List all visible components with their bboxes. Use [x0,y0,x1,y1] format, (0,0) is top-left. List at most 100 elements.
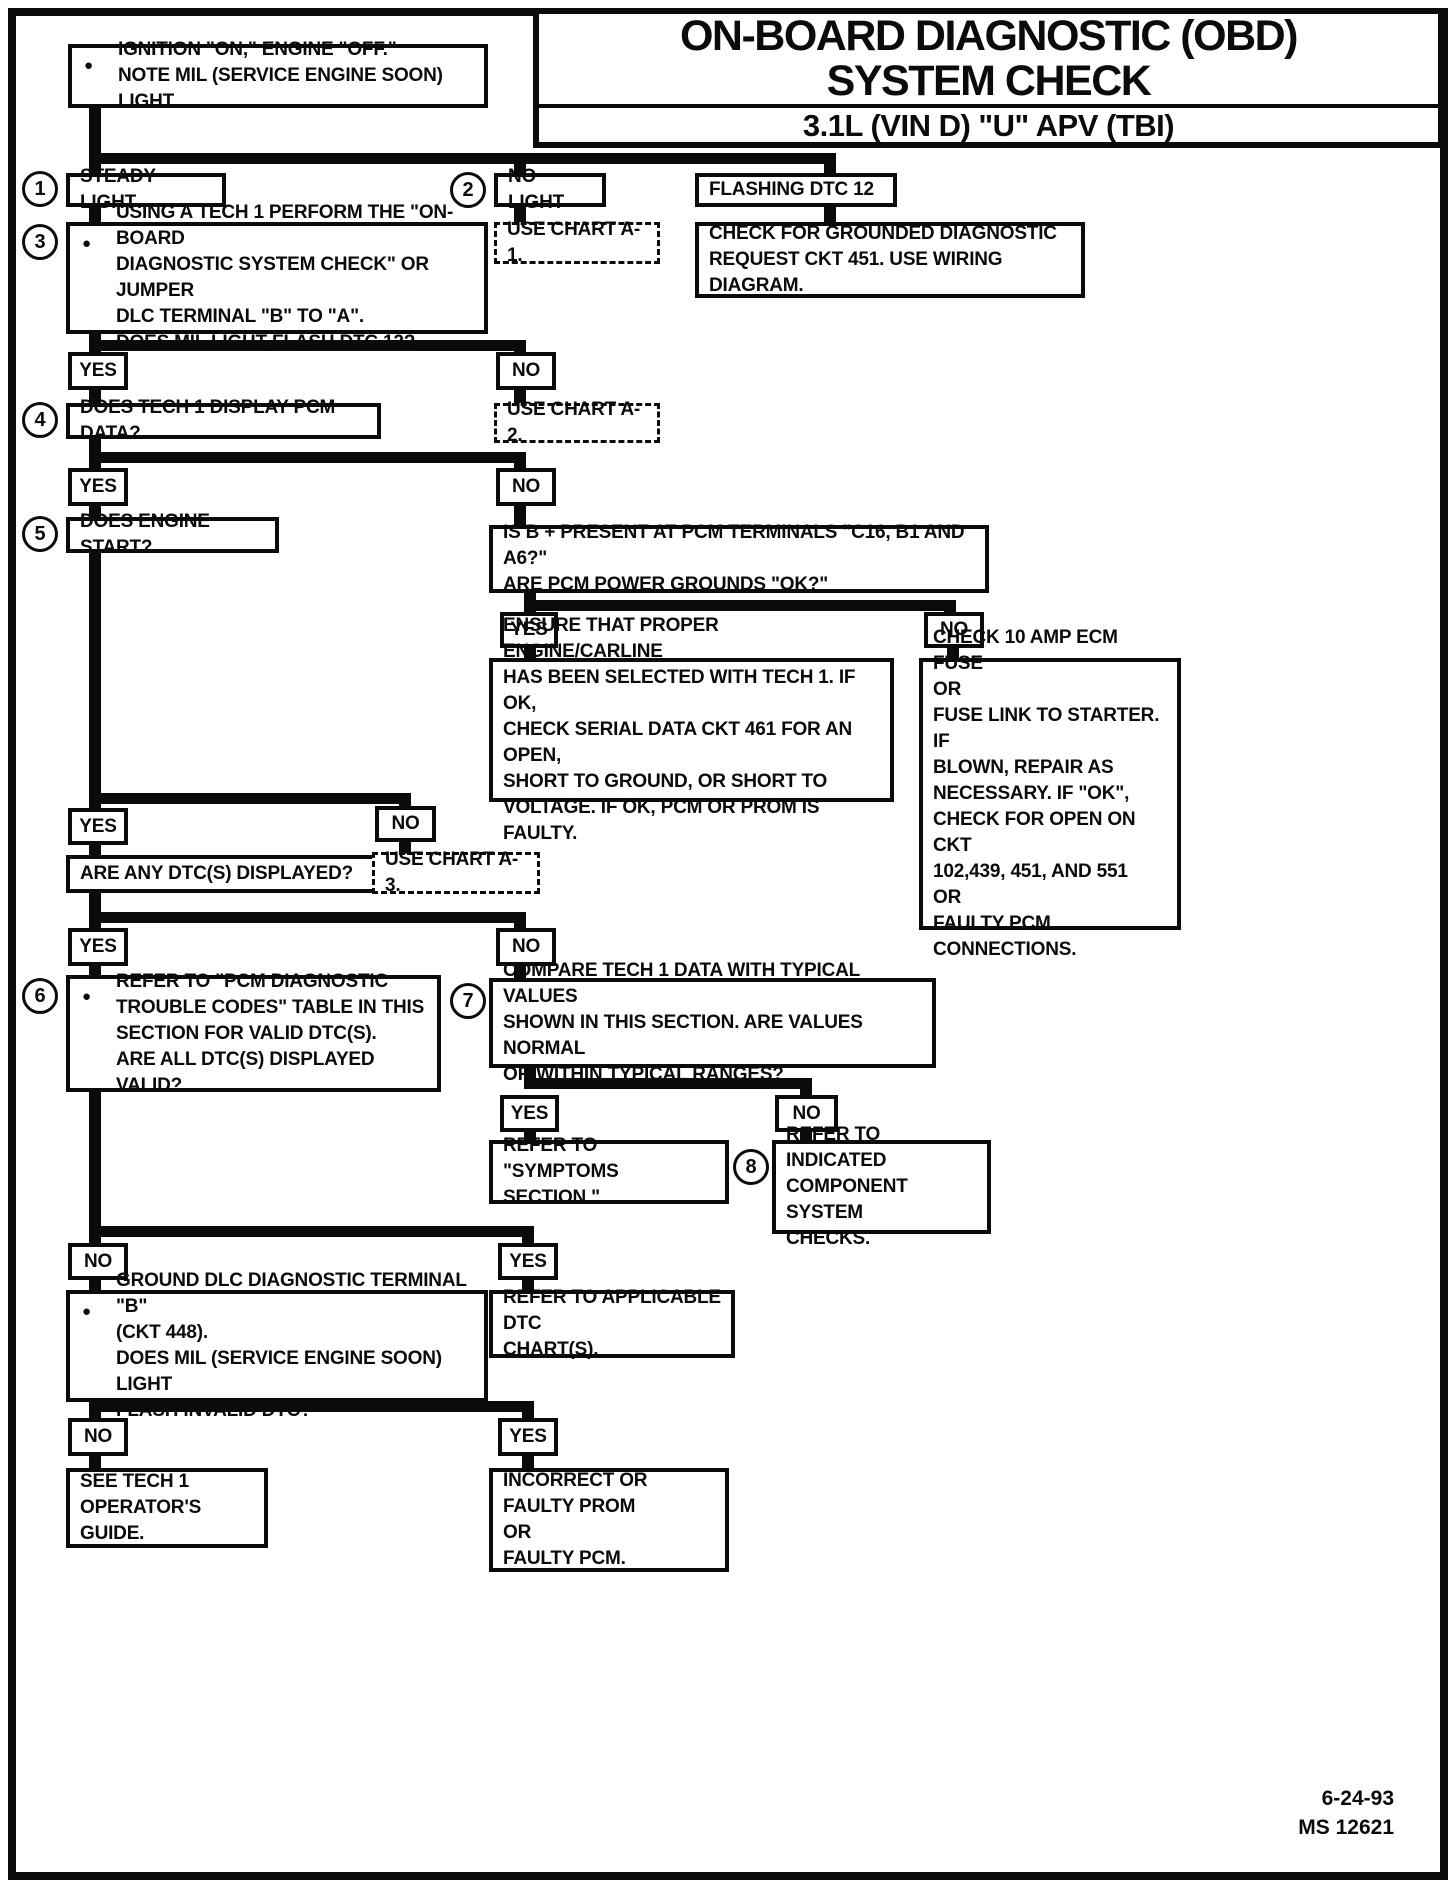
bullet-icon: ● [82,988,92,1005]
connector-line [522,1454,534,1470]
node-valid-dtc: ● REFER TO "PCM DIAGNOSTIC TROUBLE CODES… [66,971,441,1096]
no-tag-3: NO [924,612,984,648]
node-symptoms-section: REFER TO "SYMPTOMS SECTION." [489,1135,729,1208]
no-label: NO [939,619,969,640]
connector-line [399,793,411,808]
yes-label: YES [510,1102,549,1124]
step-circle-7: 7 [450,983,486,1019]
node-symptoms-section-text: REFER TO "SYMPTOMS SECTION." [503,1135,619,1208]
connector-line [89,452,526,463]
bullet-icon: ● [82,235,92,252]
node-ensure-engine-carline-text: ENSURE THAT PROPER ENGINE/CARLINE HAS BE… [503,615,856,844]
connector-line [947,646,959,660]
yes-label: YES [509,1250,547,1272]
no-label: NO [511,936,541,957]
connector-line [89,1454,101,1470]
step-circle-1: 1 [22,171,58,207]
node-engine-start: DOES ENGINE START? [66,511,279,558]
yes-label: YES [79,476,117,497]
connector-line [514,452,526,470]
no-tag-6: NO [775,1095,838,1132]
node-faulty-prom-text: INCORRECT OR FAULTY PROM OR FAULTY PCM. [503,1470,648,1569]
node-check-fuse: CHECK 10 AMP ECM FUSE OR FUSE LINK TO ST… [919,627,1181,960]
node-no-light: NO LIGHT [494,166,606,213]
yes-tag-8: YES [498,1418,558,1456]
title-sub: 3.1L (VIN D) "U" APV (TBI) [539,108,1438,144]
connector-line [524,1078,812,1089]
node-engine-start-text: DOES ENGINE START? [80,511,210,558]
node-ignition-text: IGNITION "ON," ENGINE "OFF." NOTE MIL (S… [118,39,443,112]
yes-tag-7: YES [498,1243,558,1280]
connector-line [89,504,101,519]
node-compare-tech1: COMPARE TECH 1 DATA WITH TYPICAL VALUES … [489,960,936,1085]
yes-tag-5: YES [68,928,128,966]
node-use-chart-a3: USE CHART A-3. [372,849,540,896]
node-ground-dlc-text: GROUND DLC DIAGNOSTIC TERMINAL "B" (CKT … [116,1270,467,1421]
yes-tag-6: YES [500,1095,559,1132]
node-faulty-prom: INCORRECT OR FAULTY PROM OR FAULTY PCM. [489,1468,729,1572]
connector-line [524,646,536,660]
node-flashing-dtc12: FLASHING DTC 12 [695,173,897,207]
step-circle-6: 6 [22,978,58,1014]
node-tech1-check: ● USING A TECH 1 PERFORM THE "ON-BOARD D… [66,202,488,353]
connector-line [800,1130,812,1142]
bullet-icon: ● [82,1303,92,1320]
connector-line [89,205,101,224]
no-label: NO [391,813,420,834]
no-label: NO [511,360,541,381]
connector-line [514,912,526,930]
connector-line [524,600,536,614]
yes-label: YES [509,1426,547,1447]
yes-tag-2: YES [68,468,128,506]
no-label: NO [83,1250,113,1272]
connector-line [514,205,526,224]
node-use-chart-a2: USE CHART A-2. [494,399,660,446]
connector-line [944,600,956,614]
no-tag-1: NO [496,352,556,390]
connector-line [824,153,836,175]
connector-line [89,551,101,810]
step-circle-5: 5 [22,516,58,552]
node-component-checks-text: REFER TO INDICATED COMPONENT SYSTEM CHEC… [786,1124,908,1249]
connector-line [800,1078,812,1097]
no-label: NO [511,476,541,497]
node-any-dtc-text: ARE ANY DTC(S) DISPLAYED? [80,863,353,884]
footer-date: 6-24-93 [1321,1787,1394,1810]
node-ground-dlc: ● GROUND DLC DIAGNOSTIC TERMINAL "B" (CK… [66,1270,488,1421]
node-use-chart-a1-text: USE CHART A-1. [507,219,641,266]
connector-line [514,153,526,175]
node-any-dtc: ARE ANY DTC(S) DISPLAYED? [66,855,391,893]
node-dtc-charts-text: REFER TO APPLICABLE DTC CHART(S). [503,1287,721,1360]
node-bplus-present-text: IS B + PRESENT AT PCM TERMINALS "C16, B1… [503,522,965,595]
footer-block: 6-24-93 MS 12621 [1298,1784,1394,1842]
page-subtitle: 3.1L (VIN D) "U" APV (TBI) [802,108,1175,143]
node-compare-tech1-text: COMPARE TECH 1 DATA WITH TYPICAL VALUES … [503,960,863,1085]
node-ensure-engine-carline: ENSURE THAT PROPER ENGINE/CARLINE HAS BE… [489,615,894,844]
connector-line [399,840,411,854]
connector-line [524,1130,536,1142]
no-tag-8: NO [68,1418,128,1456]
node-valid-dtc-text: REFER TO "PCM DIAGNOSTIC TROUBLE CODES" … [116,970,425,1096]
node-ignition: ● IGNITION "ON," ENGINE "OFF." NOTE MIL … [68,39,488,112]
node-component-checks: REFER TO INDICATED COMPONENT SYSTEM CHEC… [772,1124,991,1249]
footer-doc-number: MS 12621 [1298,1816,1394,1839]
step-circle-4: 4 [22,402,58,438]
connector-line [89,1401,534,1412]
yes-tag-1: YES [68,352,128,390]
no-tag-2: NO [496,468,556,506]
node-use-chart-a1: USE CHART A-1. [494,219,660,266]
connector-line [89,964,101,977]
node-tech1-guide: SEE TECH 1 OPERATOR'S GUIDE. [66,1468,268,1548]
title-block: ON-BOARD DIAGNOSTIC (OBD) SYSTEM CHECK 3… [533,8,1444,148]
connector-line [522,1226,534,1245]
connector-line [89,1226,534,1237]
connector-line [824,205,836,224]
connector-line [89,912,526,923]
node-grounded-request-text: CHECK FOR GROUNDED DIAGNOSTIC REQUEST CK… [709,223,1057,296]
yes-label: YES [79,936,117,957]
page-title-line1: ON-BOARD DIAGNOSTIC (OBD) [679,12,1299,60]
connector-line [522,1401,534,1420]
no-tag-4: NO [375,806,436,842]
yes-tag-3: YES [500,612,558,648]
yes-label: YES [79,360,117,381]
